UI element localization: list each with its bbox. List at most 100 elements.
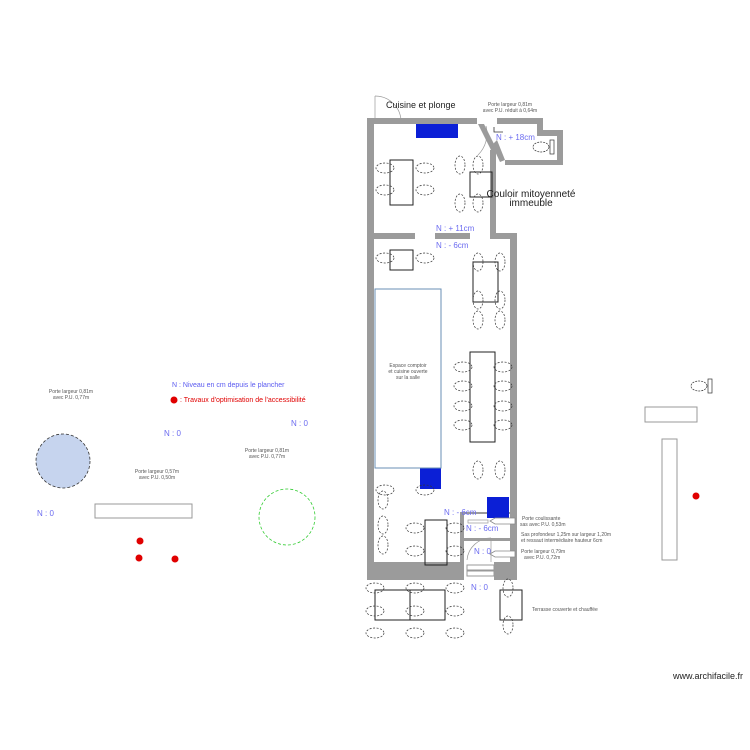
level-door: N : 0: [474, 547, 491, 556]
chair: [415, 484, 435, 496]
level-a: N : 0: [164, 429, 181, 438]
kitchen-label: Cuisine et plonge: [386, 100, 456, 110]
table: [469, 351, 496, 443]
bench: [94, 503, 193, 519]
chair: [445, 545, 465, 557]
chair: [454, 155, 466, 175]
chair: [472, 252, 484, 272]
sas-note-line1: Sas profondeur 1,25m sur largeur 1,20m: [521, 532, 611, 538]
chair: [375, 162, 395, 174]
chair: [493, 380, 513, 392]
entry-door-line2: avec P.U. 0,72m: [524, 555, 560, 561]
chair: [453, 380, 473, 392]
door-kitchen-line1: Porte largeur 0,81m: [488, 102, 532, 108]
chair: [377, 490, 389, 510]
chair: [494, 310, 506, 330]
chair: [377, 515, 389, 535]
legend-level: N : Niveau en cm depuis le plancher: [172, 382, 285, 389]
table: [374, 589, 411, 621]
chair: [365, 627, 385, 639]
chair: [445, 522, 465, 534]
chair: [472, 310, 484, 330]
chair: [453, 419, 473, 431]
chair: [445, 627, 465, 639]
sink-icon: [493, 127, 503, 133]
chair: [453, 361, 473, 373]
chair: [405, 627, 425, 639]
sliding-door-line2: sas avec P.U. 0,53m: [520, 522, 566, 528]
chair: [405, 582, 425, 594]
table: [472, 261, 499, 303]
entry-door-line1: Porte largeur 0,79m: [521, 549, 565, 555]
level-wc: N : + 18cm: [496, 133, 535, 142]
chair: [454, 193, 466, 213]
arrow-icons: [489, 517, 516, 558]
counter-label-line2: et cuisine ouverte: [388, 369, 427, 375]
door-c-line2: avec P.U. 0,50m: [139, 475, 175, 481]
level-sas: N : - 6cm: [466, 524, 499, 533]
table: [409, 589, 446, 621]
chair: [472, 460, 484, 480]
chair: [494, 290, 506, 310]
walls: [367, 118, 563, 580]
works-marker-icons: [135, 396, 700, 563]
chair: [445, 582, 465, 594]
chair: [375, 184, 395, 196]
door-b-line1: Porte largeur 0,81m: [245, 448, 289, 454]
counter-label-line3: sur la salle: [396, 375, 420, 381]
table: [389, 159, 414, 206]
level-b: N : 0: [291, 419, 308, 428]
door-a-line2: avec P.U. 0,77m: [53, 395, 89, 401]
level-main: N : - 6cm: [436, 241, 469, 250]
chair: [494, 460, 506, 480]
chair: [377, 535, 389, 555]
chair: [415, 252, 435, 264]
chair: [365, 605, 385, 617]
corridor-label-line1: Couloir mitoyenneté: [487, 189, 576, 200]
door-a-line1: Porte largeur 0,81m: [49, 389, 93, 395]
chair: [375, 484, 395, 496]
door-kitchen-line2: avec P.U. réduit à 0,64m: [483, 108, 537, 114]
chair: [453, 400, 473, 412]
chair: [502, 615, 514, 635]
chair: [405, 545, 425, 557]
sliding-door-line1: Porte coulissante: [522, 516, 561, 522]
entry-equipment: [487, 497, 509, 518]
counter-equipment: [420, 468, 441, 489]
chair: [493, 400, 513, 412]
level-entry: N : - 6cm: [444, 508, 477, 517]
bench-right: [644, 406, 698, 423]
table: [499, 589, 523, 621]
door-b-line2: avec P.U. 0,77m: [249, 454, 285, 460]
chair: [405, 605, 425, 617]
level-upper: N : + 11cm: [436, 224, 475, 233]
level-terrace: N : 0: [471, 583, 488, 592]
counter-area: [374, 288, 442, 469]
long-table-right: [661, 438, 678, 561]
chair: [375, 252, 395, 264]
door-swings: [374, 95, 492, 562]
watermark: www.archifacile.fr: [672, 671, 743, 681]
chair: [472, 290, 484, 310]
chair: [415, 162, 435, 174]
chair: [405, 522, 425, 534]
chair: [494, 252, 506, 272]
turning-circle: [35, 433, 91, 489]
chair: [502, 578, 514, 598]
counter-label-line1: Espace comptoir: [389, 363, 427, 369]
furniture: [365, 155, 523, 639]
chair: [472, 155, 484, 175]
table: [424, 519, 448, 566]
chair: [493, 361, 513, 373]
kitchen-equipment: [416, 124, 458, 138]
table: [389, 249, 414, 271]
level-c: N : 0: [37, 509, 54, 518]
legend-works: : Travaux d'optimisation de l'accessibil…: [180, 397, 306, 404]
terrace-label: Terrasse couverte et chauffée: [532, 607, 598, 613]
chair: [365, 582, 385, 594]
toilet-icon: [532, 139, 713, 394]
sas-note-line2: et ressaut intermédiaire hauteur 6cm: [521, 538, 602, 544]
corridor-label-line2: immeuble: [509, 198, 553, 209]
door-c-line1: Porte largeur 0,57m: [135, 469, 179, 475]
